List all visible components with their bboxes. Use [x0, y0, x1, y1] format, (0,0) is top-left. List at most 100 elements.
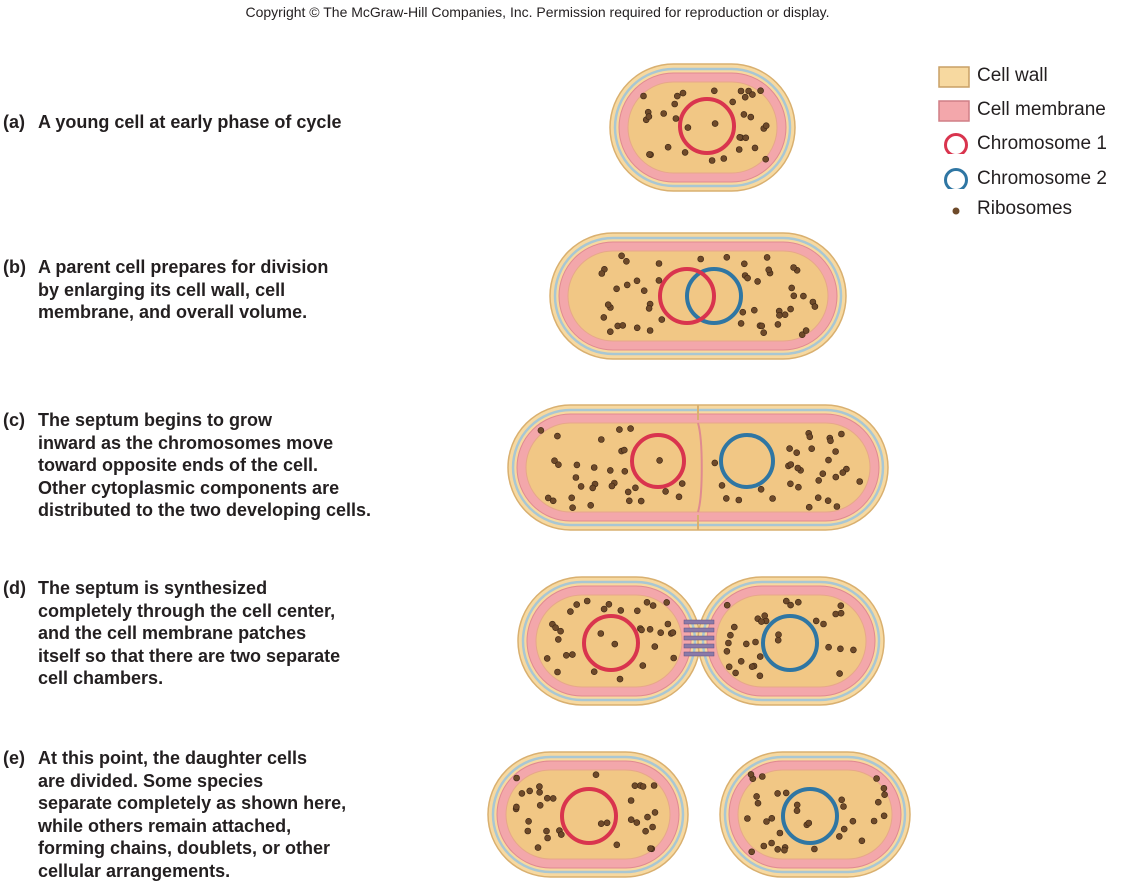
- ribosome: [675, 493, 683, 501]
- ribosome: [663, 599, 671, 606]
- ribosome: [787, 305, 794, 313]
- ribosome: [798, 331, 806, 339]
- ribosome: [802, 327, 810, 334]
- ribosome: [664, 620, 672, 628]
- ribosome: [736, 134, 744, 141]
- ribosome: [837, 602, 845, 610]
- ribosome: [600, 605, 608, 613]
- step-c-text: The septum begins to grow inward as the …: [38, 410, 372, 520]
- ribosome: [794, 598, 802, 606]
- ribosome: [681, 149, 689, 156]
- step-a-text: A young cell at early phase of cycle: [38, 112, 342, 132]
- cell-e-left-periplasm: [491, 755, 685, 874]
- chromosome-2-ring-icon: [944, 168, 968, 189]
- copyright-notice: Copyright © The McGraw-Hill Companies, I…: [245, 4, 830, 20]
- ribosome: [646, 327, 654, 334]
- ribosome: [592, 771, 600, 779]
- ribosome: [631, 782, 639, 790]
- ribosome: [806, 433, 814, 441]
- ribosome: [776, 311, 783, 319]
- ribosome: [760, 329, 768, 337]
- chromosome-2: [719, 433, 775, 489]
- ribosome: [722, 495, 730, 502]
- ribosome: [744, 274, 751, 282]
- chromosome-1-ring-icon: [944, 133, 968, 154]
- ribosome: [625, 497, 633, 505]
- ribosome: [642, 827, 649, 835]
- ribosome: [880, 784, 888, 792]
- ribosome: [536, 801, 544, 809]
- ribosome: [782, 789, 790, 797]
- ribosome: [678, 480, 686, 487]
- ribosome: [754, 278, 761, 285]
- ribosome: [590, 668, 598, 676]
- ribosome: [603, 819, 611, 827]
- ribosome: [621, 467, 629, 475]
- ribosome: [835, 833, 843, 840]
- ribosome: [880, 812, 888, 820]
- ribosome: [637, 497, 645, 505]
- ribosome: [793, 449, 801, 457]
- ribosome: [646, 625, 654, 633]
- ribosome: [684, 124, 692, 131]
- chromosome-1: [630, 433, 686, 489]
- legend-label-chromosome-2: Chromosome 2: [977, 168, 1107, 189]
- step-d-text: The septum is synthesized completely thr…: [38, 578, 341, 688]
- ribosome: [720, 155, 728, 162]
- legend-item-cell-membrane: Cell membrane: [938, 96, 1122, 126]
- ribosome: [513, 803, 520, 811]
- ribosome: [793, 807, 801, 815]
- ribosome: [627, 425, 634, 432]
- ribosome: [649, 602, 657, 609]
- ribosome: [613, 841, 621, 849]
- ribosome: [723, 253, 731, 261]
- cell-membrane-swatch-icon: [938, 100, 970, 122]
- ribosome: [812, 617, 820, 625]
- ribosome: [573, 461, 581, 469]
- ribosome: [735, 496, 743, 504]
- cell-wall-swatch-icon: [938, 66, 970, 88]
- legend-item-chromosome-2: Chromosome 2: [938, 165, 1122, 195]
- step-e: (e) At this point, the daughter cells ar…: [3, 747, 423, 882]
- ribosome: [814, 494, 822, 502]
- ribosome: [647, 845, 654, 852]
- ribosome: [577, 483, 585, 490]
- ribosome: [572, 474, 580, 481]
- ribosome: [617, 607, 625, 614]
- ribosome: [820, 620, 827, 628]
- ribosome: [552, 624, 559, 632]
- ribosome: [790, 264, 797, 271]
- ribosome: [774, 321, 782, 328]
- ribosome: [573, 601, 581, 608]
- ribosome: [747, 113, 755, 121]
- ribosome: [644, 813, 651, 821]
- ribosome: [756, 653, 764, 660]
- ribosome: [650, 782, 658, 789]
- ribosome: [600, 314, 608, 321]
- ribosome: [598, 270, 606, 277]
- ribosome: [833, 503, 841, 510]
- ribosome: [737, 87, 745, 95]
- ribosome: [837, 609, 845, 617]
- ribosome: [765, 266, 773, 274]
- ribosome: [606, 328, 614, 336]
- ribosome: [624, 488, 632, 496]
- ribosome: [730, 623, 738, 631]
- ribosome: [633, 277, 641, 285]
- ribosome: [753, 793, 760, 800]
- ribosome-dot-icon: [952, 207, 960, 215]
- ribosome: [787, 480, 794, 488]
- step-e-text: At this point, the daughter cells are di…: [38, 748, 347, 881]
- ribosome: [737, 320, 745, 327]
- ribosome: [751, 144, 759, 152]
- ribosome: [543, 794, 551, 802]
- ribosome: [856, 478, 864, 485]
- ribosome: [781, 846, 788, 854]
- ribosome: [768, 839, 775, 847]
- ribosome: [811, 845, 818, 853]
- cell-a-periplasm: [613, 67, 792, 188]
- ribosome: [819, 470, 827, 478]
- ribosome: [620, 446, 628, 454]
- ribosome: [669, 629, 677, 636]
